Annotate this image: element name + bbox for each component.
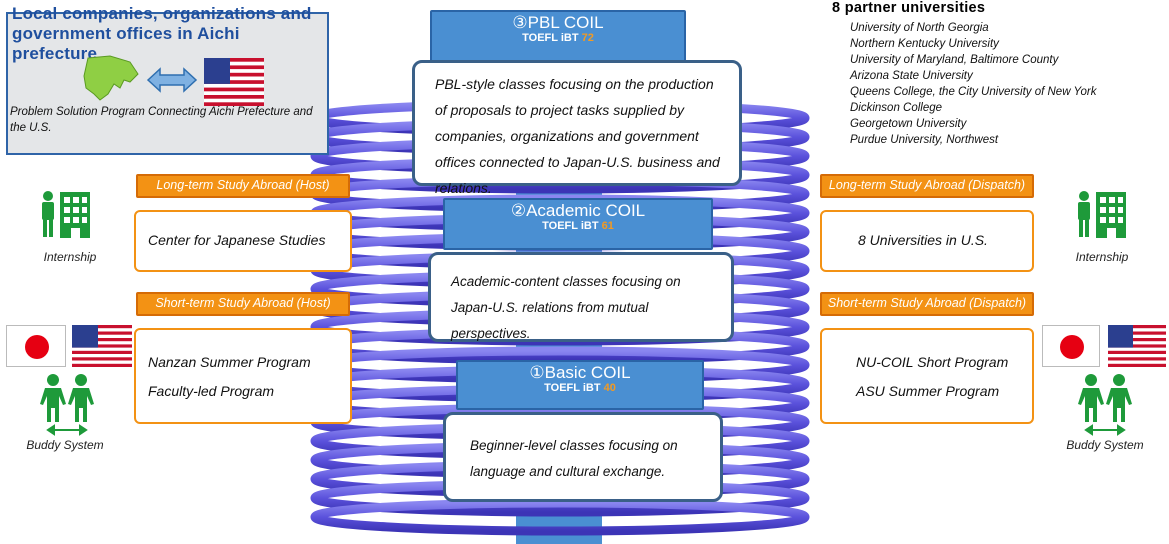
- basic-toefl: TOEFL iBT 40: [458, 382, 702, 395]
- left-long-term-label: Long-term Study Abroad (Host): [136, 174, 350, 198]
- pbl-toefl: TOEFL iBT 72: [432, 32, 684, 45]
- left-long-term-item: Center for Japanese Studies: [148, 232, 326, 248]
- academic-coil-title: ②Academic COIL: [510, 201, 646, 220]
- toefl-label: TOEFL iBT: [522, 32, 582, 44]
- academic-toefl-score: 61: [601, 220, 614, 232]
- partner-item: Georgetown University: [850, 118, 967, 130]
- aichi-map-icon: [83, 55, 139, 101]
- building-icon: [42, 191, 90, 238]
- partner-item: Arizona State University: [850, 70, 973, 82]
- people-icon: [40, 374, 94, 436]
- us-flag-icon: [204, 58, 264, 106]
- left-short-term-label: Short-term Study Abroad (Host): [136, 292, 350, 316]
- partners-title: 8 partner universities: [832, 0, 986, 16]
- left-short-term-item: Faculty-led Program: [148, 383, 275, 399]
- right-long-term-item: 8 Universities in U.S.: [858, 232, 988, 248]
- left-buddy-label: Buddy System: [26, 438, 104, 452]
- partner-item: University of North Georgia: [850, 22, 989, 34]
- japan-flag-icon: [1042, 325, 1100, 367]
- toefl-label: TOEFL iBT: [542, 220, 602, 232]
- us-flag-icon: [72, 325, 132, 367]
- double-arrow-icon: [146, 67, 198, 93]
- right-short-term-item: NU-COIL Short Program: [856, 354, 1009, 370]
- right-buddy-label: Buddy System: [1066, 438, 1144, 452]
- right-long-term-box: 8 Universities in U.S.: [820, 210, 1034, 272]
- aichi-title: Local companies, organizations and gover…: [12, 4, 312, 63]
- left-short-term-item: Nanzan Summer Program: [148, 354, 311, 370]
- basic-coil-description: Beginner-level classes focusing on langu…: [443, 412, 723, 502]
- pbl-coil-description: PBL-style classes focusing on the produc…: [412, 60, 742, 196]
- partners-list: University of North Georgia Northern Ken…: [850, 20, 1097, 148]
- right-short-term-box: NU-COIL Short Program ASU Summer Program: [820, 328, 1034, 424]
- coil-ring: [310, 498, 810, 536]
- left-short-term-box: Nanzan Summer Program Faculty-led Progra…: [134, 328, 352, 424]
- pbl-toefl-score: 72: [581, 32, 594, 44]
- us-flag-icon: [1108, 325, 1166, 367]
- partner-item: University of Maryland, Baltimore County: [850, 54, 1059, 66]
- japan-flag-icon: [6, 325, 66, 367]
- left-long-term-box: Center for Japanese Studies: [134, 210, 352, 272]
- academic-coil-header: ②Academic COIL TOEFL iBT 61: [443, 198, 713, 250]
- pbl-coil-header: ③PBL COIL TOEFL iBT 72: [430, 10, 686, 62]
- left-internship-label: Internship: [43, 250, 97, 264]
- academic-coil-description: Academic-content classes focusing on Jap…: [428, 252, 734, 342]
- people-icon: [1078, 374, 1132, 436]
- pbl-coil-title: ③PBL COIL: [512, 13, 604, 32]
- partner-item: Purdue University, Northwest: [850, 134, 999, 146]
- right-short-term-item: ASU Summer Program: [856, 383, 1000, 399]
- right-internship-label: Internship: [1075, 250, 1129, 264]
- basic-toefl-score: 40: [603, 382, 616, 394]
- aichi-description: Problem Solution Program Connecting Aich…: [10, 106, 313, 134]
- right-long-term-label: Long-term Study Abroad (Dispatch): [820, 174, 1034, 198]
- basic-coil-title: ①Basic COIL: [529, 363, 631, 382]
- partner-item: Queens College, the City University of N…: [850, 86, 1097, 98]
- academic-toefl: TOEFL iBT 61: [445, 220, 711, 233]
- right-short-term-label: Short-term Study Abroad (Dispatch): [820, 292, 1034, 316]
- partner-item: Dickinson College: [850, 102, 943, 114]
- toefl-label: TOEFL iBT: [544, 382, 604, 394]
- basic-coil-header: ①Basic COIL TOEFL iBT 40: [456, 360, 704, 410]
- building-icon: [1078, 191, 1126, 238]
- partner-item: Northern Kentucky University: [850, 38, 999, 50]
